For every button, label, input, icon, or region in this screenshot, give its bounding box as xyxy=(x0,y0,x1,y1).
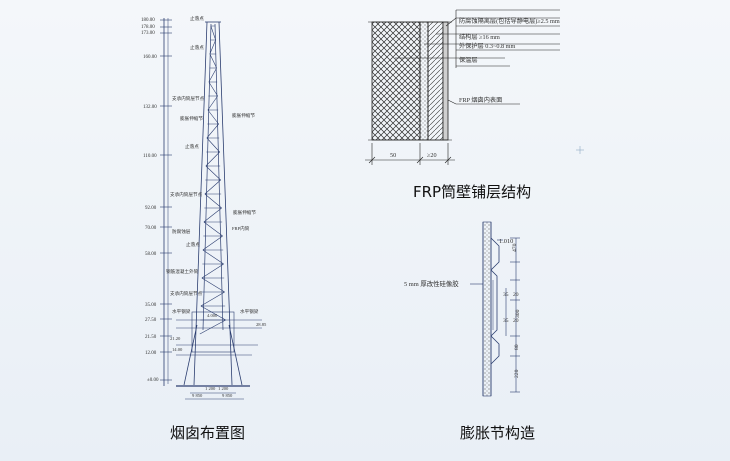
elev-110: 110.00 xyxy=(143,154,157,159)
base-dim-1: 1 200 xyxy=(205,386,216,391)
ladder-rungs xyxy=(199,25,226,335)
dim-20: ≥20 xyxy=(427,152,437,159)
elev-160: 160.00 xyxy=(143,55,157,60)
exp-dim-470: 470 xyxy=(512,243,518,252)
caption-expansion-joint: 膨胀节构造 xyxy=(460,424,536,442)
expansion-labels: 1.010 5 mm 厚改性硅像胶 470 35 20 300 35 20 80… xyxy=(404,238,521,378)
label-steel-beam-2: 水平钢梁 xyxy=(240,308,259,315)
label-outer-protection: 外保护层 0.3~0.8 mm xyxy=(459,42,515,50)
exp-dim-35b: 35 xyxy=(503,318,509,324)
elev-70: 70.00 xyxy=(145,226,157,231)
label-support-node-1: 支承内筒层节点 xyxy=(172,95,205,102)
chimney-ladder xyxy=(199,25,226,335)
base-dim-3: 9 850 xyxy=(192,393,203,398)
label-anticorrosion: 防腐蚀层 xyxy=(172,228,191,235)
label-expansion-1: 膨胀伸缩节 xyxy=(180,115,203,122)
elev-0: ±0.00 xyxy=(147,378,159,383)
elev-173: 173.00 xyxy=(141,31,155,36)
label-14-00: 14.00 xyxy=(172,347,183,352)
elevation-ticks xyxy=(160,19,172,381)
frp-layer-labels: 防腐蚀隔离层(包括导静电层)≥2.5 mm 结构层 ≥16 mm 外保护层 0.… xyxy=(390,17,560,159)
label-support-node-2: 支承内筒层节点 xyxy=(170,191,203,198)
elev-12: 12.00 xyxy=(145,351,157,356)
label-concrete-shell: 钢筋混凝土外筒 xyxy=(166,268,199,275)
elev-27: 27.50 xyxy=(145,318,157,323)
label-frp-tube: FRP内筒 xyxy=(232,225,250,232)
exp-dim-80: 80 xyxy=(514,344,520,350)
label-stop-point-4: 止落点 xyxy=(186,241,200,248)
elev-132: 132.00 xyxy=(143,105,157,110)
base-dim-2: 1 200 xyxy=(218,386,229,391)
caption-frp-structure: FRP筒壁铺层结构 xyxy=(413,183,532,201)
structural-layer xyxy=(427,21,444,141)
exp-dim-35a: 35 xyxy=(503,292,509,298)
label-support-node-3: 支承内筒层节点 xyxy=(170,290,203,297)
sparkle-mark xyxy=(576,146,584,154)
label-anticorrosion-layer: 防腐蚀隔离层(包括导静电层)≥2.5 mm xyxy=(459,17,560,25)
label-28-85: 28.85 xyxy=(256,322,267,327)
dim-50: 50 xyxy=(390,152,396,159)
elev-21: 21.50 xyxy=(145,335,157,340)
label-steel-beam-1: 水平钢梁 xyxy=(172,308,191,315)
label-stop-point-3: 止落点 xyxy=(185,143,199,150)
label-21-20: 21.20 xyxy=(170,336,181,341)
exp-dim-20a: 20 xyxy=(513,292,519,298)
chimney-layout-drawing xyxy=(163,18,262,400)
label-4000: 4.000 xyxy=(207,313,218,318)
elev-180: 180.00 xyxy=(141,18,155,23)
exp-dim-20b: 20 xyxy=(513,318,519,324)
elev-92: 92.00 xyxy=(145,206,157,211)
exp-dim-220: 220 xyxy=(514,369,520,378)
expansion-joint-drawing xyxy=(470,221,520,397)
outer-protection-layer xyxy=(419,21,429,141)
label-structural-layer: 结构层 ≥16 mm xyxy=(459,33,500,41)
label-insulation: 保温层 xyxy=(459,56,478,64)
elev-178: 178.00 xyxy=(141,25,155,30)
elevation-labels: 180.00 178.00 173.00 160.00 132.00 110.0… xyxy=(141,18,159,383)
anticorrosion-layer xyxy=(442,21,449,141)
frp-wall-drawing xyxy=(365,9,560,165)
label-expansion-2: 膨胀伸缩节 xyxy=(232,112,255,119)
insulation-hatch xyxy=(371,21,421,141)
elev-35: 35.00 xyxy=(145,303,157,308)
label-stop-point-top: 止落点 xyxy=(190,15,204,22)
chimney-annotations: 止落点 止落点 支承内筒层节点 膨胀伸缩节 膨胀伸缩节 止落点 支承内筒层节点 … xyxy=(166,15,267,398)
label-inner-surface: FRP 烟囱内表面 xyxy=(459,96,502,104)
exp-dim-top: 1.010 xyxy=(499,238,513,245)
label-expansion-3: 膨胀伸缩节 xyxy=(233,209,256,216)
label-stop-point-2: 止落点 xyxy=(190,44,204,51)
exp-dim-300: 300 xyxy=(515,309,521,318)
caption-chimney-layout: 烟囱布置图 xyxy=(170,424,246,442)
elev-58: 58.00 xyxy=(145,252,157,257)
label-rubber: 5 mm 厚改性硅像胶 xyxy=(404,279,459,288)
base-dim-4: 9 850 xyxy=(222,393,233,398)
